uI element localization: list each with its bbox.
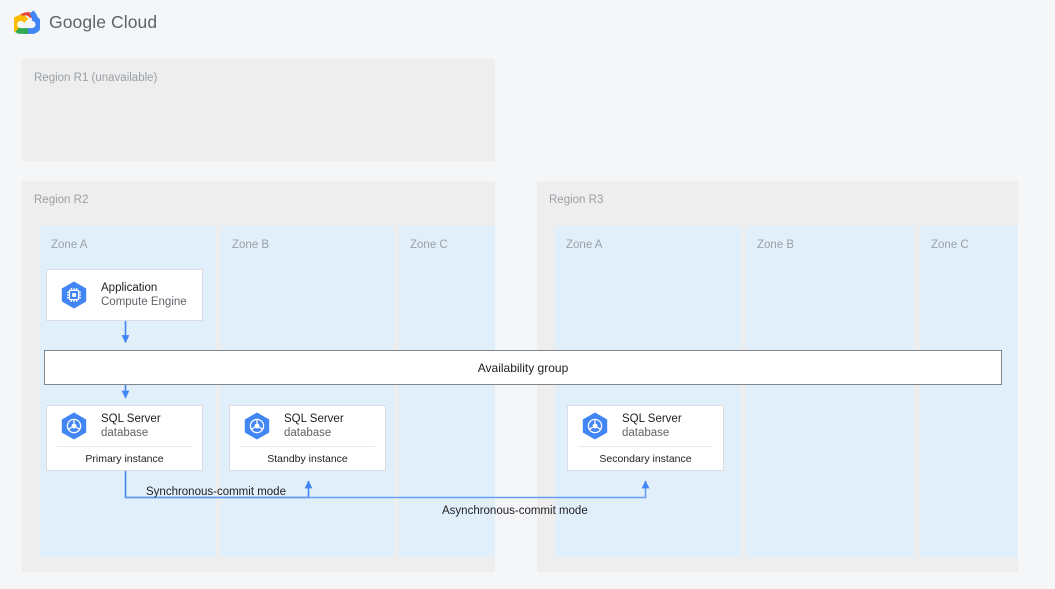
region-r1-container: Region R1 (unavailable): [22, 59, 495, 161]
app-header: Google Cloud: [0, 0, 1055, 44]
sql-server-database-icon: [57, 409, 91, 443]
zone-r3-a-label: Zone A: [566, 239, 603, 251]
node-application-body: Application Compute Engine: [47, 270, 202, 320]
zone-r2-b-label: Zone B: [232, 239, 270, 251]
zone-r3-b: Zone B: [746, 226, 914, 557]
node-sql-secondary[interactable]: SQL Server database Secondary instance: [567, 405, 724, 471]
zone-r2-c: Zone C: [399, 226, 495, 557]
node-application-text: Application Compute Engine: [101, 281, 187, 310]
node-sql-standby[interactable]: SQL Server database Standby instance: [229, 405, 386, 471]
node-sql-primary-body: SQL Server database: [47, 406, 202, 446]
zone-r3-b-label: Zone B: [757, 239, 795, 251]
edge-label-asynchronous-commit: Asynchronous-commit mode: [442, 505, 588, 517]
zone-r3-a: Zone A: [555, 226, 741, 557]
node-application-subtitle: Compute Engine: [101, 296, 187, 308]
node-sql-standby-footer: Standby instance: [240, 446, 375, 470]
node-sql-primary-text: SQL Server database: [101, 412, 161, 441]
zone-r2-c-label: Zone C: [410, 239, 448, 251]
node-sql-primary-footer: Primary instance: [57, 446, 192, 470]
node-sql-standby-title: SQL Server: [284, 412, 344, 425]
sql-server-database-icon: [240, 409, 274, 443]
node-application[interactable]: Application Compute Engine: [46, 269, 203, 321]
node-sql-secondary-body: SQL Server database: [568, 406, 723, 446]
node-sql-standby-body: SQL Server database: [230, 406, 385, 446]
availability-group-label: Availability group: [477, 360, 569, 375]
compute-engine-icon: [57, 278, 91, 312]
node-sql-primary[interactable]: SQL Server database Primary instance: [46, 405, 203, 471]
region-r1-label: Region R1 (unavailable): [34, 72, 158, 84]
zone-r3-c-label: Zone C: [931, 239, 969, 251]
node-sql-standby-text: SQL Server database: [284, 412, 344, 441]
node-sql-primary-subtitle: database: [101, 427, 149, 439]
sql-server-database-icon: [578, 409, 612, 443]
zone-r3-c: Zone C: [920, 226, 1018, 557]
node-sql-standby-subtitle: database: [284, 427, 332, 439]
node-sql-primary-title: SQL Server: [101, 412, 161, 425]
edge-label-synchronous-commit: Synchronous-commit mode: [146, 486, 286, 498]
google-cloud-wordmark: Google Cloud: [49, 11, 158, 32]
node-sql-secondary-title: SQL Server: [622, 412, 682, 425]
zone-r2-b: Zone B: [221, 226, 394, 557]
zone-r2-a-label: Zone A: [51, 239, 88, 251]
availability-group-bar: Availability group: [44, 350, 1002, 385]
node-sql-secondary-footer: Secondary instance: [578, 446, 713, 470]
node-sql-secondary-text: SQL Server database: [622, 412, 682, 441]
region-r3-label: Region R3: [549, 194, 604, 206]
node-sql-secondary-subtitle: database: [622, 427, 670, 439]
node-application-title: Application: [101, 281, 158, 294]
google-cloud-logo-icon: [11, 9, 42, 35]
region-r2-label: Region R2: [34, 194, 89, 206]
